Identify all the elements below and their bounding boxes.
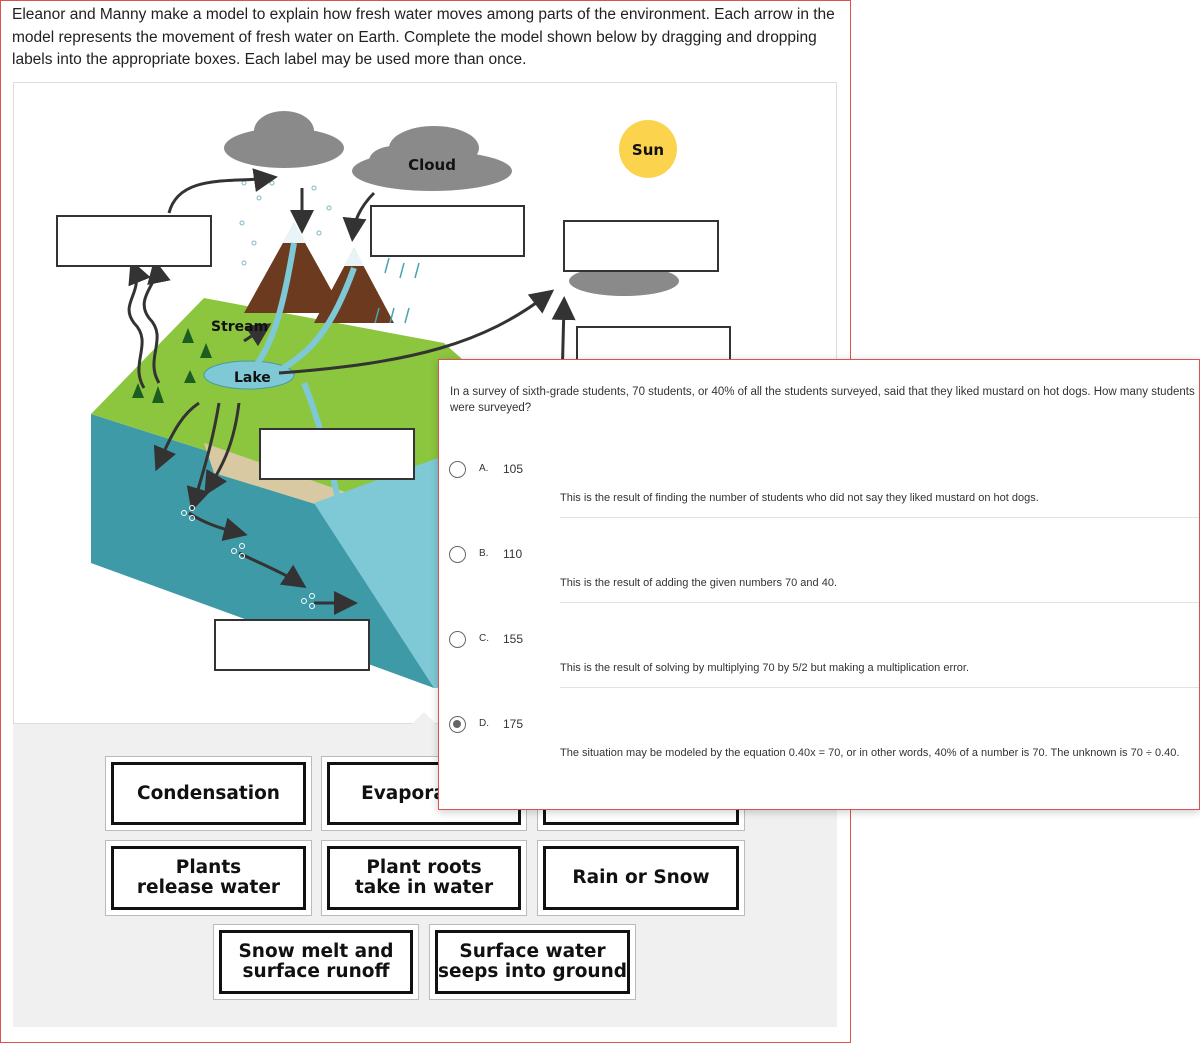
- option-value: 175: [503, 717, 524, 731]
- tile-text: Condensation: [111, 762, 306, 825]
- snow-cap-left: [282, 223, 306, 243]
- option-value: 105: [503, 462, 524, 476]
- option-letter: B.: [479, 548, 489, 559]
- drop-box-3[interactable]: [563, 220, 719, 272]
- drop-box-6[interactable]: [214, 619, 370, 671]
- option-rationale: The situation may be modeled by the equa…: [560, 747, 1180, 759]
- lake-water: [203, 360, 295, 390]
- option-letter: D.: [479, 718, 489, 729]
- option-value: 155: [503, 632, 524, 646]
- stream-label: Stream: [211, 319, 268, 335]
- radio-button-d-selected[interactable]: [449, 716, 466, 733]
- tile-text: Surface water seeps into ground: [435, 930, 630, 994]
- lake-label: Lake: [234, 370, 271, 386]
- drop-box-5[interactable]: [259, 428, 415, 480]
- label-tile-plant-roots-take-in-water[interactable]: Plant roots take in water: [321, 840, 527, 916]
- cloud-main: [352, 126, 512, 191]
- question-prompt: Eleanor and Manny make a model to explai…: [12, 6, 835, 68]
- label-bank-notch: [411, 712, 437, 725]
- snow-cap-right: [344, 248, 364, 266]
- infiltration-dots: [181, 505, 315, 609]
- sun-label: Sun: [632, 141, 664, 159]
- option-letter: A.: [479, 463, 489, 474]
- option-rationale: This is the result of finding the number…: [560, 492, 1039, 504]
- multiple-choice-question-panel: In a survey of sixth-grade students, 70 …: [438, 359, 1200, 810]
- label-bank: Condensation Evaporation Plants release …: [13, 724, 837, 1027]
- tree-group: [132, 328, 212, 403]
- option-rationale: This is the result of solving by multipl…: [560, 662, 970, 674]
- cloud-label: Cloud: [408, 156, 456, 174]
- question-text: In a survey of sixth-grade students, 70 …: [450, 386, 1195, 414]
- label-tile-rain-or-snow[interactable]: Rain or Snow: [537, 840, 745, 916]
- tile-text: Plants release water: [111, 846, 306, 910]
- radio-button-c[interactable]: [449, 631, 466, 648]
- option-value: 110: [503, 547, 523, 561]
- drag-drop-question-panel: Eleanor and Manny make a model to explai…: [0, 0, 851, 1043]
- label-tile-plants-release-water[interactable]: Plants release water: [105, 840, 312, 916]
- option-rationale: This is the result of adding the given n…: [560, 577, 838, 589]
- drop-box-1[interactable]: [56, 215, 212, 267]
- cloud-top-left: [224, 111, 344, 168]
- label-tile-condensation[interactable]: Condensation: [105, 756, 312, 831]
- label-tile-surface-water-seeps-into-ground[interactable]: Surface water seeps into ground: [429, 924, 636, 1000]
- mountain-left: [244, 223, 344, 313]
- tile-text: Rain or Snow: [543, 846, 739, 910]
- sun-circle: [619, 120, 677, 178]
- option-divider: [560, 517, 1199, 518]
- option-divider: [560, 602, 1199, 603]
- drop-box-2[interactable]: [370, 205, 525, 257]
- option-divider: [560, 687, 1199, 688]
- mountain-right: [314, 248, 394, 323]
- radio-button-a[interactable]: [449, 461, 466, 478]
- process-arrows: [127, 168, 576, 615]
- tile-text: Plant roots take in water: [327, 846, 521, 910]
- option-letter: C.: [479, 633, 489, 644]
- water-cycle-diagram: Cloud Sun Stream Lake: [13, 82, 837, 724]
- tile-text: Snow melt and surface runoff: [219, 930, 413, 994]
- label-tile-snow-melt-and-surface-runoff[interactable]: Snow melt and surface runoff: [213, 924, 419, 1000]
- radio-button-b[interactable]: [449, 546, 466, 563]
